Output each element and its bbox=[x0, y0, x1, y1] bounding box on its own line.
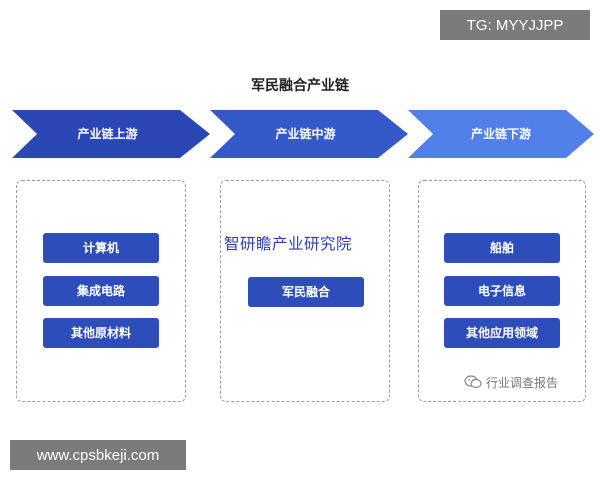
midstream-panel bbox=[220, 180, 390, 402]
upstream-item-other-materials: 其他原材料 bbox=[43, 318, 159, 348]
downstream-item-electronic-information: 电子信息 bbox=[444, 276, 560, 306]
watermark-top: TG: MYYJJPP bbox=[440, 10, 590, 40]
downstream-panel bbox=[418, 180, 586, 402]
diagram-title: 军民融合产业链 bbox=[251, 78, 349, 94]
stage-label-upstream: 产业链上游 bbox=[77, 127, 138, 141]
upstream-item-computer: 计算机 bbox=[43, 233, 159, 263]
downstream-item-shipbuilding: 船舶 bbox=[444, 233, 560, 263]
stage-arrow-midstream bbox=[210, 110, 408, 158]
stage-arrow-upstream bbox=[12, 110, 210, 158]
source-mark: 行业调查报告 bbox=[464, 373, 558, 391]
upstream-panel bbox=[16, 180, 186, 402]
wechat-icon bbox=[464, 375, 482, 389]
upstream-item-integrated-circuit: 集成电路 bbox=[43, 276, 159, 306]
watermark-bottom: www.cpsbkeji.com bbox=[10, 440, 186, 470]
stage-label-downstream: 产业链下游 bbox=[470, 127, 531, 141]
stage-arrow-downstream bbox=[408, 110, 594, 158]
downstream-item-other-applications: 其他应用领域 bbox=[444, 318, 560, 348]
source-text: 行业调查报告 bbox=[486, 375, 559, 390]
research-institute-watermark: 智研瞻产业研究院 bbox=[224, 235, 353, 253]
midstream-item-civil-military-integration: 军民融合 bbox=[248, 277, 364, 307]
stage-label-midstream: 产业链中游 bbox=[275, 127, 336, 141]
